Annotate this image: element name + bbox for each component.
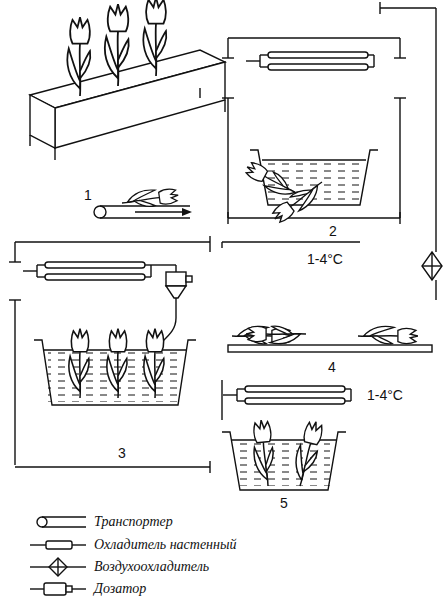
stage-number: 5	[278, 496, 290, 511]
cold-room-3	[9, 236, 210, 473]
temperature-label: 1-4°C	[305, 252, 345, 267]
legend-text: Дозатор	[94, 581, 146, 596]
legend-text: Транспортер	[94, 514, 173, 529]
legend-symbols	[30, 517, 86, 595]
stage-number: 3	[116, 446, 128, 461]
tulips-in-trough	[67, 0, 166, 96]
legend-text: Воздухоохладитель	[94, 559, 209, 574]
conveyor	[94, 186, 192, 218]
trough	[30, 50, 225, 160]
cold-room-5	[222, 380, 351, 490]
stage-number: 1	[82, 188, 94, 203]
stage-number: 2	[327, 224, 339, 239]
legend-text: Охладитель настенный	[94, 537, 237, 552]
temperature-label: 1-4°C	[365, 388, 405, 403]
air-duct	[222, 2, 442, 300]
cold-room-2	[222, 38, 406, 226]
stage-number: 4	[326, 360, 338, 375]
shelf	[228, 326, 432, 352]
